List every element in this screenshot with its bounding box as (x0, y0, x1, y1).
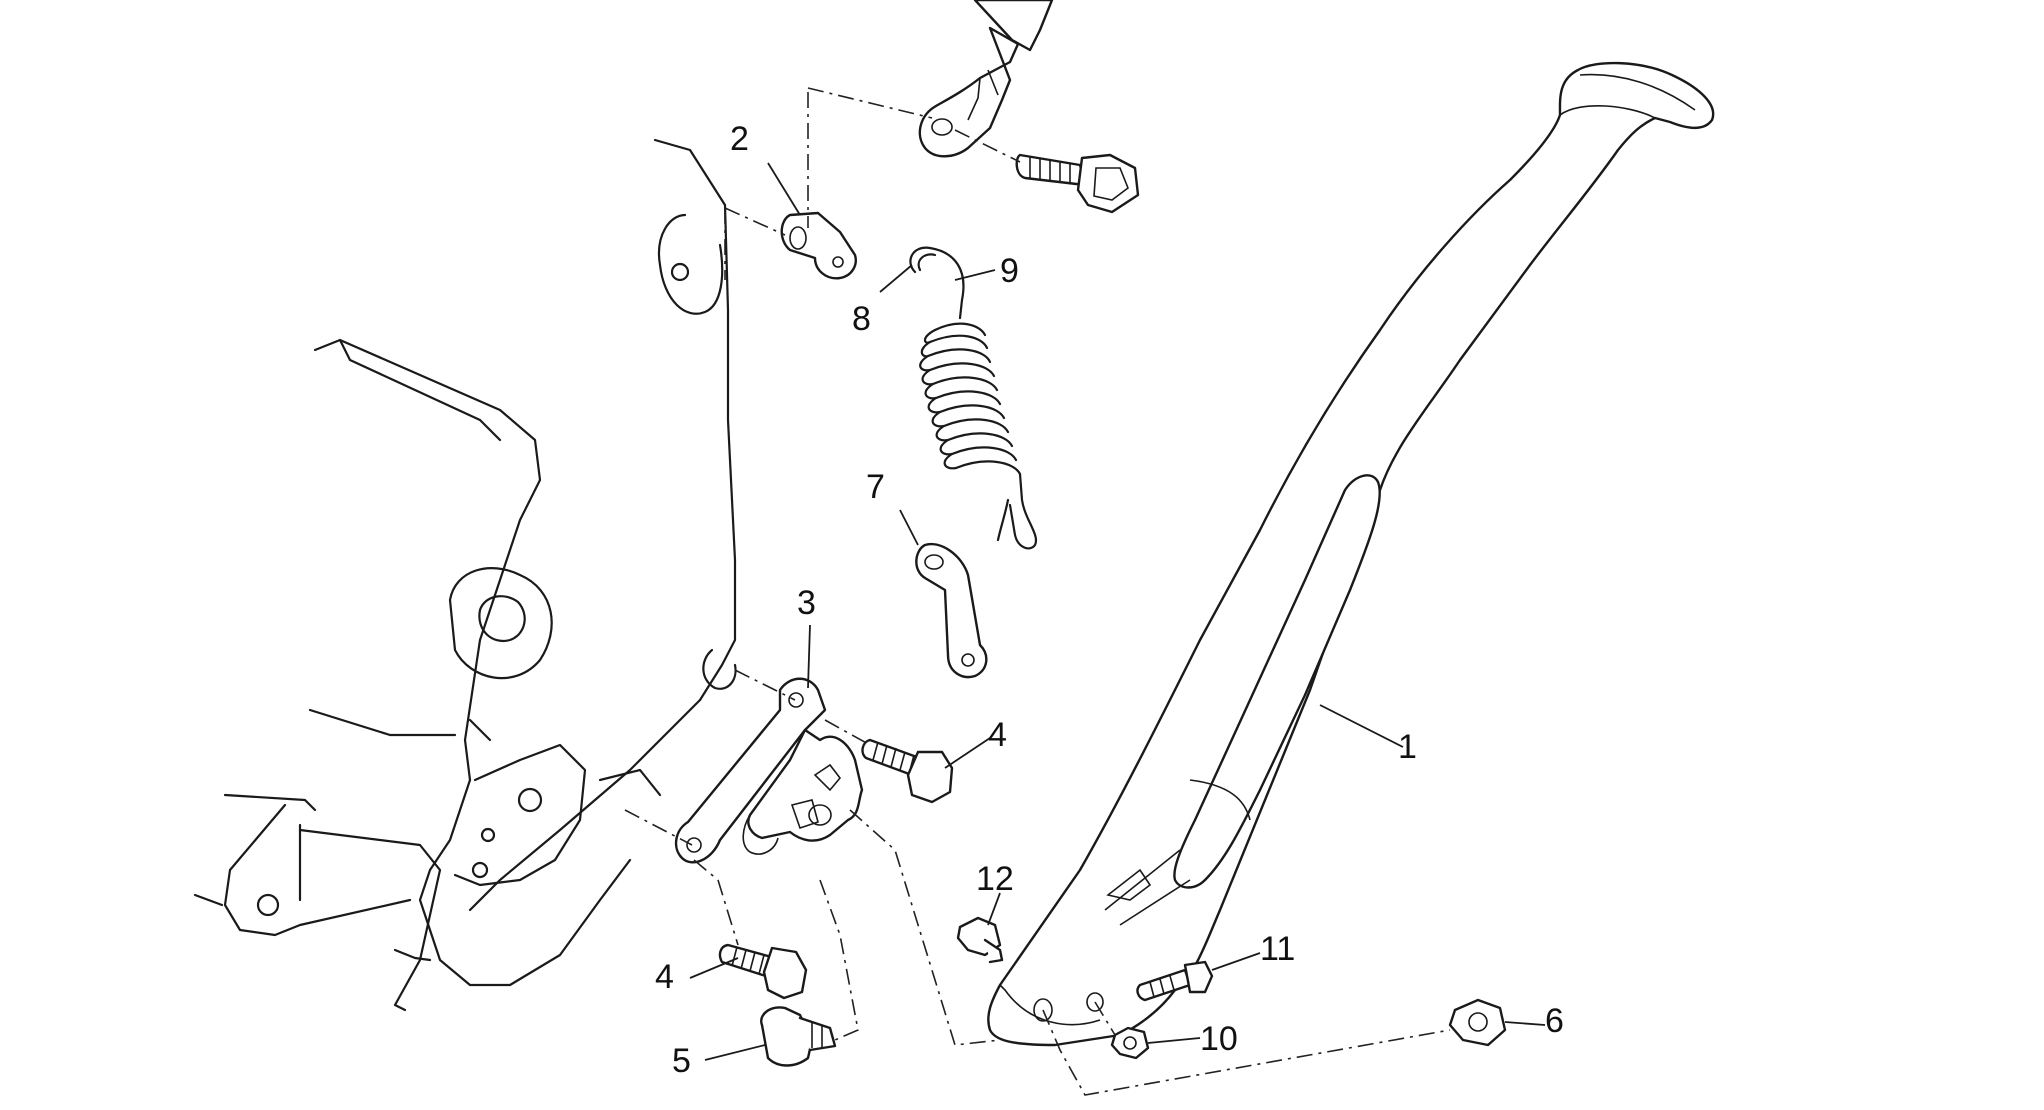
part-5-pin (760, 1006, 837, 1067)
part-12-screw (956, 916, 1004, 964)
part-3-mount (674, 677, 864, 864)
callout-4-upper: 4 (988, 716, 1007, 754)
part-7-plate (915, 542, 988, 679)
callout-9: 9 (1000, 252, 1019, 290)
part-9-spring (909, 246, 1038, 550)
part-10-nut (1110, 1026, 1150, 1060)
part-4-bolt-lower (718, 943, 808, 1000)
part-2-bracket (780, 211, 857, 280)
callout-6: 6 (1545, 1002, 1564, 1040)
part-1-side-stand (987, 61, 1715, 1047)
part-4-bolt-upper (861, 738, 954, 804)
upper-bolt (1015, 153, 1140, 214)
callouts: 1 2 3 4 4 5 6 7 8 9 10 11 12 (655, 120, 1564, 1080)
callout-1: 1 (1398, 728, 1417, 766)
leader-lines (689, 162, 1546, 1061)
engine-outline (193, 338, 662, 1012)
callout-2: 2 (730, 120, 749, 158)
upper-rod-end (918, 0, 1054, 158)
frame-outline (468, 138, 737, 912)
callout-10: 10 (1200, 1020, 1238, 1058)
part-11-screw (1136, 960, 1214, 1002)
callout-7: 7 (866, 468, 885, 506)
callout-4-lower: 4 (655, 958, 674, 996)
callout-8: 8 (852, 300, 871, 338)
alignment-lines (624, 87, 1451, 1096)
callout-5: 5 (672, 1042, 691, 1080)
callout-11: 11 (1260, 930, 1295, 968)
callout-3: 3 (797, 584, 816, 622)
part-6-nut (1448, 998, 1507, 1047)
callout-12: 12 (976, 860, 1014, 898)
